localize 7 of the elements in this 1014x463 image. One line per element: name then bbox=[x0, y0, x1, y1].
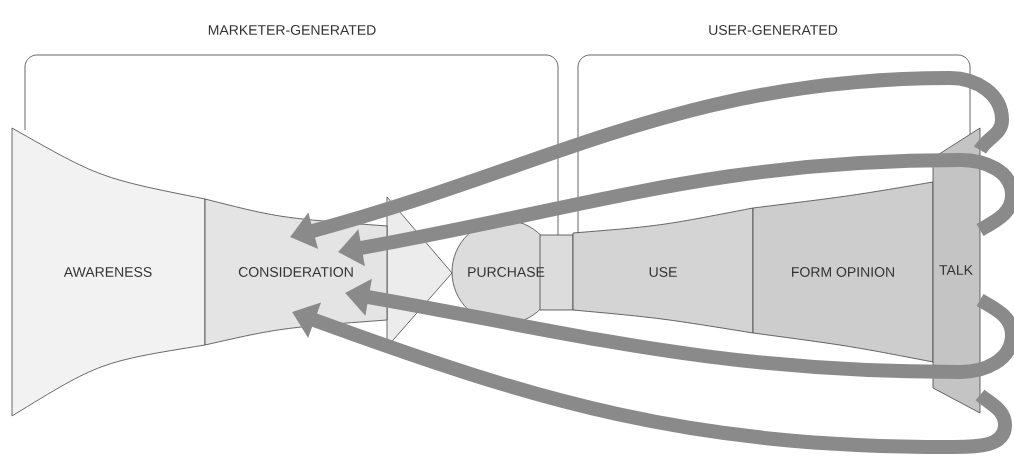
section-heading: MARKETER-GENERATED bbox=[208, 25, 376, 35]
section-heading: USER-GENERATED bbox=[709, 25, 838, 35]
funnel-stage: AWARENESS bbox=[11, 127, 206, 417]
funnel-stage: FORM OPINION bbox=[752, 181, 934, 363]
funnel-stage: PURCHASE bbox=[451, 219, 574, 325]
funnel-stage: USE bbox=[572, 207, 754, 334]
funnel-stage: CONSIDERATION bbox=[204, 196, 453, 348]
